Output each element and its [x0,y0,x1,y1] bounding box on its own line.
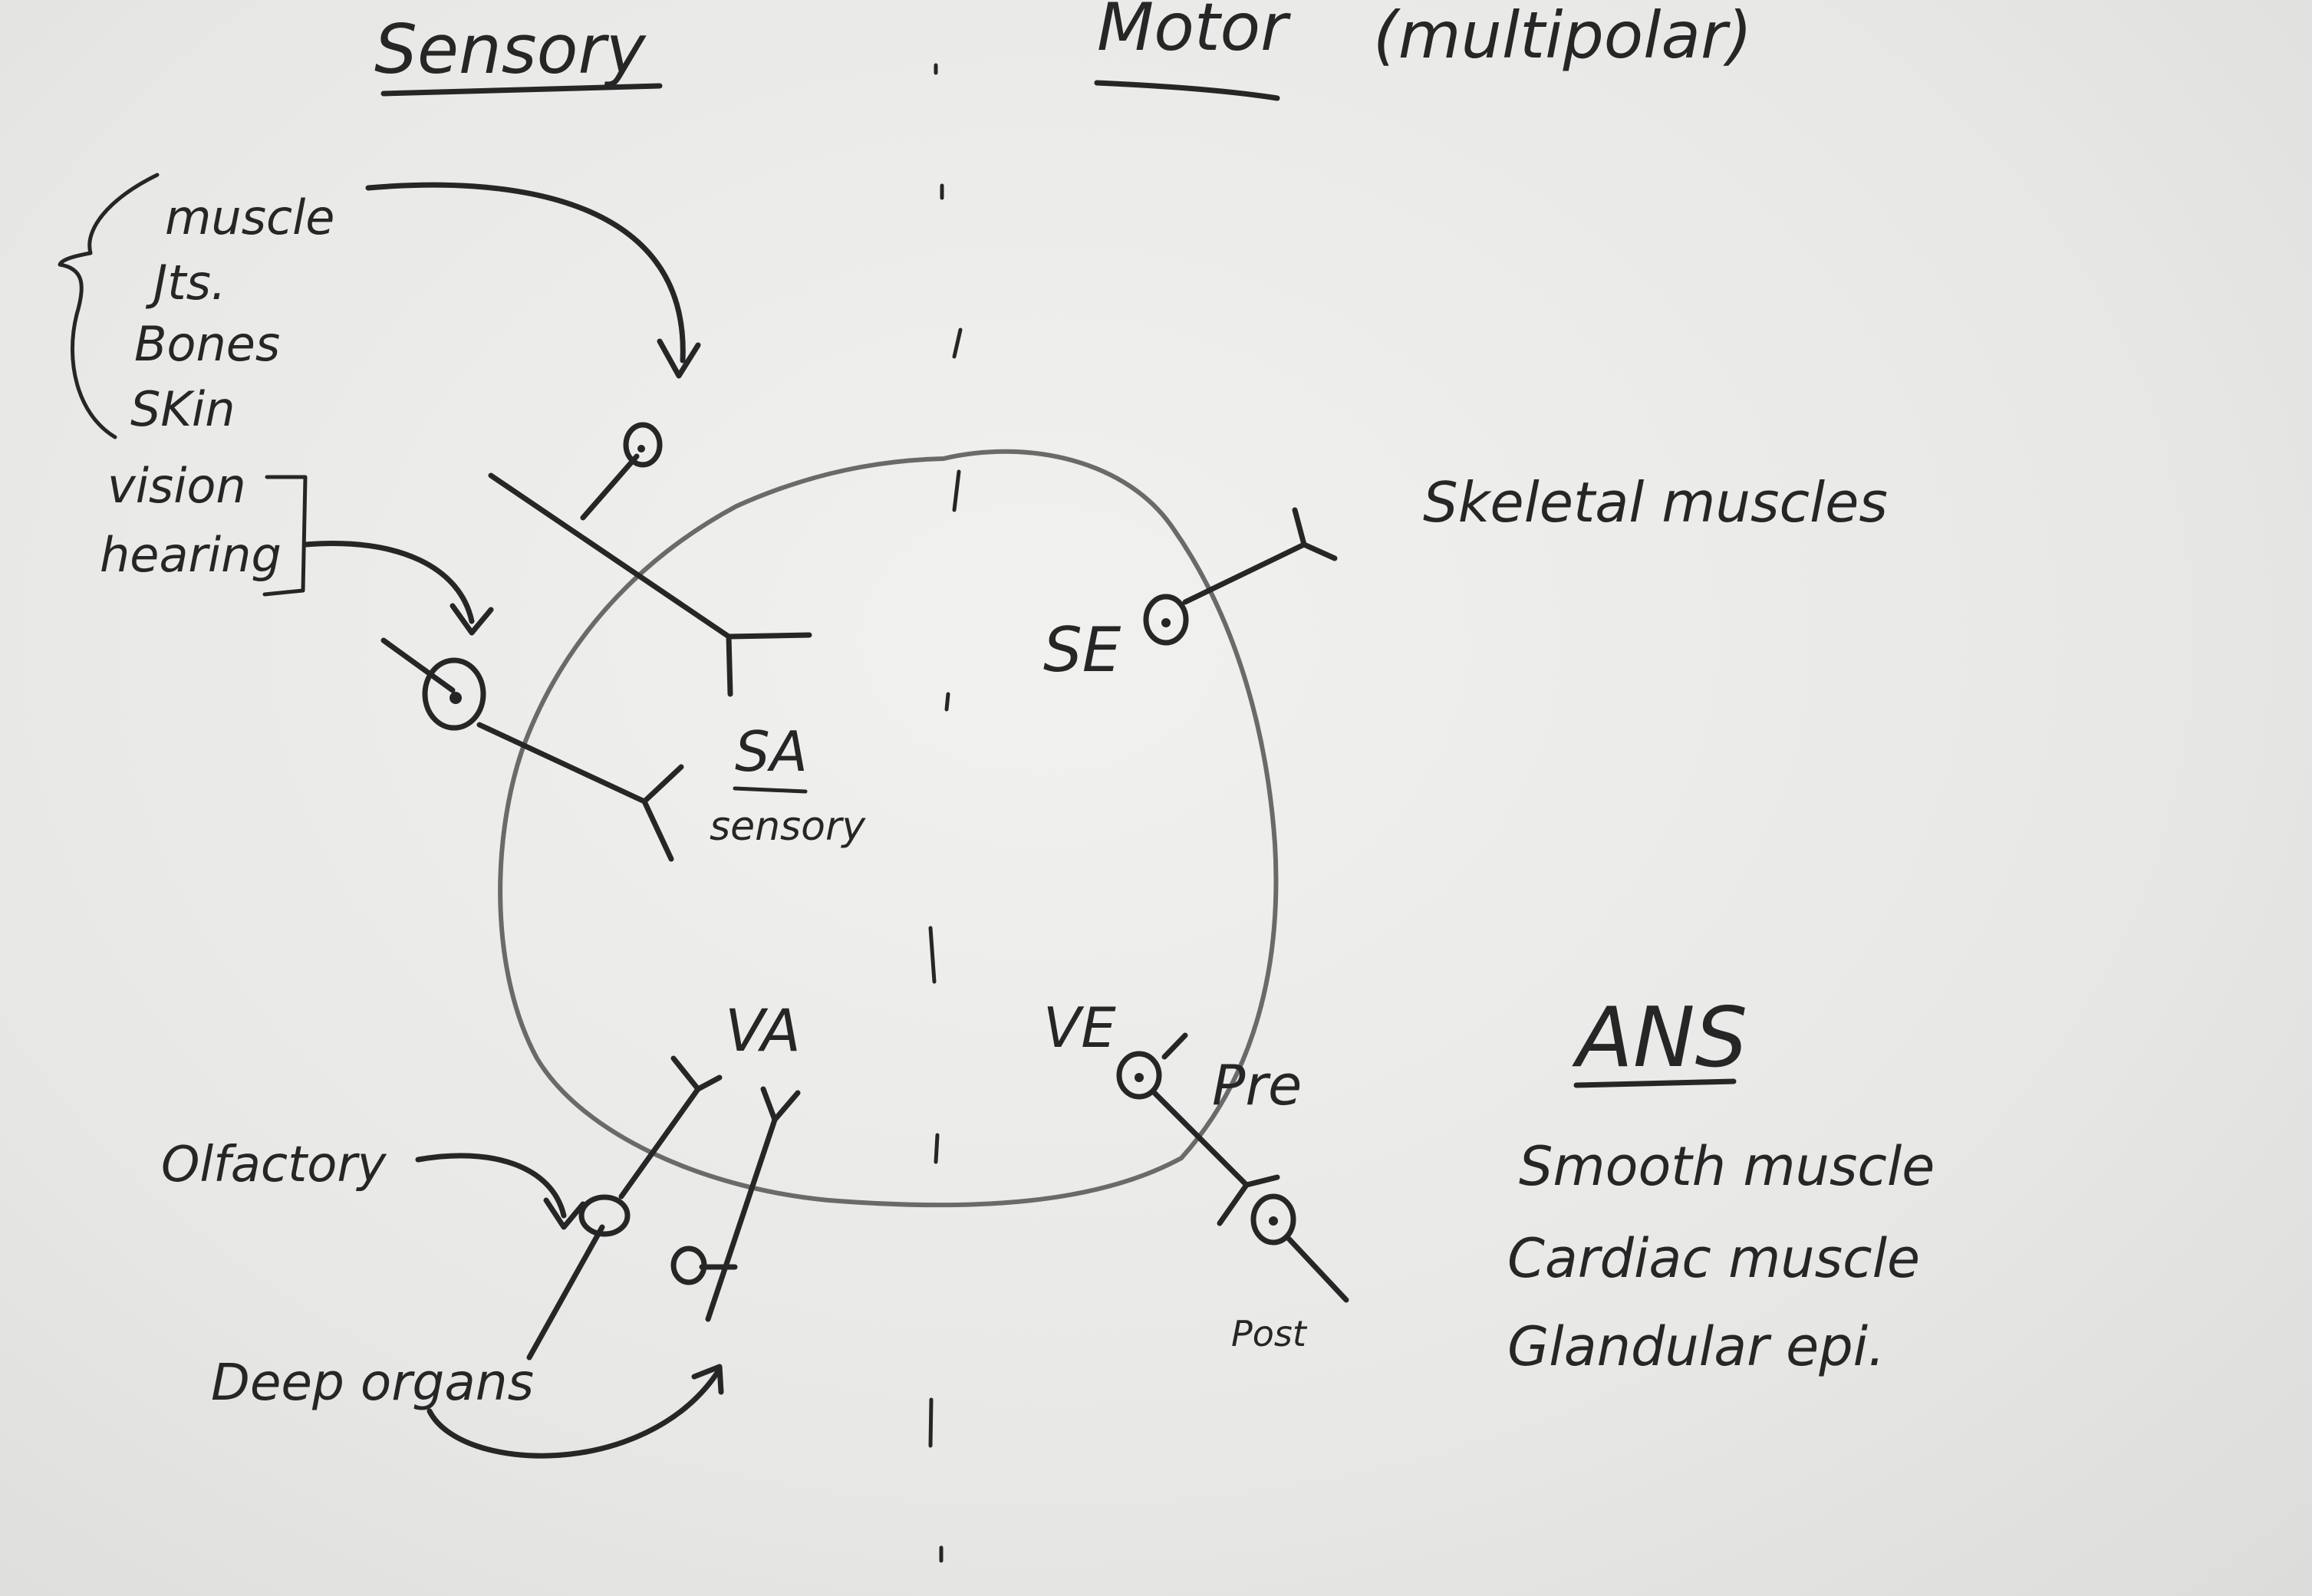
olfactory-group: Olfactory [161,1137,586,1230]
ans-group: ANS Smooth muscle Cardiac muscle Glandul… [1507,990,1935,1378]
somatic-arrow [365,182,686,364]
motor-note: (multipolar) [1373,0,1752,73]
se-cell-body [1143,594,1189,646]
olfactory-label: Olfactory [161,1137,387,1193]
spinal-cord-outline [498,449,1279,1208]
ans-effector-smooth: Smooth muscle [1519,1135,1935,1198]
sa-label: SA [735,719,808,784]
sa-neuron-lower [380,637,684,862]
ans-effector-cardiac: Cardiac muscle [1507,1227,1920,1290]
source-hearing: hearing [100,527,282,583]
motor-heading-group: Motor (multipolar) [1094,0,1752,101]
special-arrow [302,541,475,624]
sa-cell-body-upper [623,422,663,468]
pre-label: Pre [1212,1053,1302,1117]
sa-label-group: SA sensory [710,719,866,850]
source-muscle: muscle [165,189,334,245]
post-label: Post [1231,1313,1308,1354]
divider-dashes [928,63,963,1563]
ans-effector-glandular: Glandular epi. [1507,1315,1885,1378]
motor-heading: Motor [1097,0,1291,66]
ans-heading: ANS [1572,990,1747,1086]
source-joints: Jts. [145,255,226,311]
ve-cell-body-pre [1116,1051,1162,1100]
source-bones: Bones [134,316,280,372]
special-bracket [262,475,308,597]
se-label: SE [1043,614,1121,686]
skeletal-muscles-label: Skeletal muscles [1423,470,1888,535]
source-vision: vision [107,458,246,514]
sensory-heading-group: Sensory [374,10,663,97]
somatic-brace [58,173,160,439]
deep-organs-label: Deep organs [211,1353,534,1412]
source-skin: SKin [130,381,235,437]
ve-label: VE [1043,995,1116,1060]
ve-neuron: VE Pre Post [1043,995,1349,1354]
se-neuron: SE [1043,507,1338,686]
va-cell-body-left [578,1194,631,1237]
va-neurons: VA [526,996,801,1361]
sa-cell-body-lower [422,657,486,731]
sa-sublabel: sensory [710,804,866,850]
sensory-heading: Sensory [374,10,647,89]
somatic-sources: muscle Jts. Bones SKin [58,173,701,439]
sa-neuron-upper [488,422,812,697]
va-label: VA [725,996,801,1065]
va-cell-body-right [670,1246,707,1285]
deep-organs-group: Deep organs [211,1353,724,1459]
special-sources: vision hearing [100,458,494,636]
ve-cell-body-post [1250,1193,1296,1246]
